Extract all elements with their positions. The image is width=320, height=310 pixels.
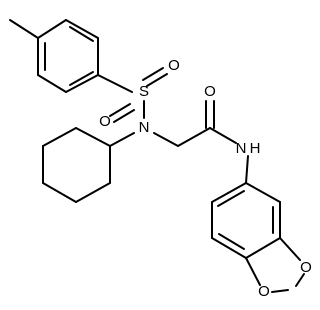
nitrogen-methylene-bond: [153, 132, 179, 147]
cyclohexyl-ring: [42, 127, 111, 203]
dioxole-oxygen-label-top: O: [300, 259, 312, 276]
methylene-carbonyl-bond: [177, 127, 211, 147]
sulfonamide-nitrogen-label: N: [139, 119, 150, 136]
sulfonyl-oxygen-label-2: O: [99, 113, 111, 130]
carbonyl-double-bond: [205, 100, 215, 129]
amide-ring-bond: [245, 155, 249, 184]
benzodioxole-ring: [211, 182, 281, 259]
nitrogen-cyclohexyl-bond: [109, 132, 135, 147]
methyl-bond: [9, 19, 39, 39]
sulfonyl-oxygen-label-1: O: [168, 57, 180, 74]
dioxole-oxygen-label-bottom: O: [258, 283, 270, 300]
sulfonyl-double-bond-2: [109, 103, 135, 123]
amide-hydrogen-label: H: [250, 140, 261, 157]
dioxole-ring: [245, 237, 305, 293]
carbonyl-oxygen-label: O: [204, 83, 216, 100]
tolyl-ring: [37, 19, 99, 93]
sulfur-label: S: [139, 83, 149, 100]
sulfonyl-double-bond-1: [142, 67, 168, 87]
carbonyl-amide-bond: [209, 127, 237, 144]
amide-nitrogen-label: N: [236, 140, 247, 157]
ring-sulfur-bond: [97, 74, 133, 93]
